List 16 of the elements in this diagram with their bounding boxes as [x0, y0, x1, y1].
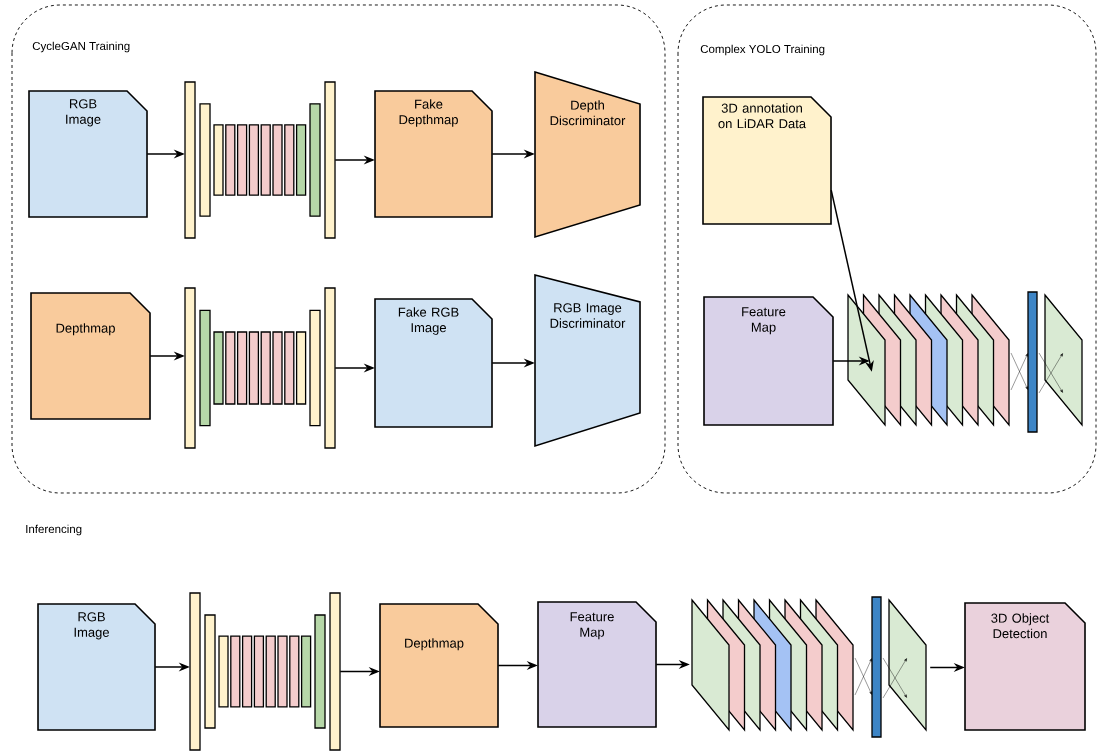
document-box: Feature Map — [703, 296, 834, 426]
document-box: RGB Image — [28, 90, 148, 218]
generator-network-drawing — [184, 81, 336, 239]
document-box: RGB Image — [37, 603, 156, 731]
yolo-network-drawing — [847, 291, 1083, 433]
document-box: Fake Depthmap — [374, 90, 493, 218]
generator-network-drawing — [184, 287, 336, 449]
document-box: Depthmap — [379, 603, 499, 728]
document-box: Fake RGB Image — [374, 298, 493, 428]
document-box: 3D Object Detection — [964, 602, 1086, 731]
document-box: Feature Map — [537, 601, 657, 728]
document-box: Depthmap — [30, 292, 151, 420]
yolo-network-drawing — [691, 596, 927, 738]
document-box: 3D annotation on LiDAR Data — [702, 96, 832, 225]
generator-network-drawing — [189, 592, 341, 751]
section-heading: Inferencing — [26, 524, 82, 536]
